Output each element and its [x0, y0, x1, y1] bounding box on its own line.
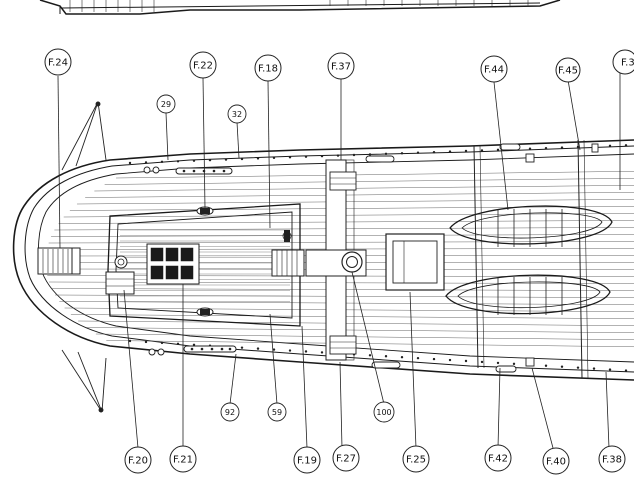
bow-steps	[106, 256, 134, 294]
ship-boats	[446, 140, 612, 378]
svg-text:F.44: F.44	[484, 65, 504, 76]
svg-text:F.21: F.21	[173, 455, 193, 466]
skylight	[147, 244, 199, 284]
svg-text:F.25: F.25	[406, 455, 426, 466]
svg-text:92: 92	[225, 408, 235, 417]
label-f3x: F.3	[613, 50, 634, 74]
label-f19: F.19	[294, 447, 320, 473]
label-f38: F.38	[599, 446, 625, 472]
number-92: 92	[221, 403, 239, 421]
label-f44: F.44	[481, 56, 507, 82]
number-100: 100	[374, 402, 394, 422]
svg-text:F.3: F.3	[621, 58, 634, 69]
label-f21: F.21	[170, 446, 196, 472]
svg-text:32: 32	[232, 110, 242, 119]
hull-side-view	[40, 0, 560, 14]
label-f42: F.42	[485, 445, 511, 471]
label-f40: F.40	[543, 448, 569, 474]
number-32: 32	[228, 105, 246, 123]
svg-text:F.18: F.18	[258, 64, 278, 75]
label-f27: F.27	[333, 445, 359, 471]
bulwark-stanchions	[129, 144, 627, 372]
svg-text:F.27: F.27	[336, 454, 356, 465]
label-f22: F.22	[190, 52, 216, 78]
bow-grating	[38, 248, 80, 274]
svg-text:F.38: F.38	[602, 455, 622, 466]
svg-text:F.20: F.20	[128, 456, 148, 467]
svg-text:F.45: F.45	[558, 66, 578, 77]
number-29: 29	[157, 95, 175, 113]
label-f24: F.24	[45, 49, 71, 75]
svg-text:59: 59	[272, 408, 282, 417]
label-f25: F.25	[403, 446, 429, 472]
svg-text:F.24: F.24	[48, 58, 68, 69]
label-f20: F.20	[125, 447, 151, 473]
svg-text:F.42: F.42	[488, 454, 508, 465]
svg-text:F.19: F.19	[297, 456, 317, 467]
svg-text:29: 29	[161, 100, 171, 109]
svg-text:F.40: F.40	[546, 457, 566, 468]
main-hatch	[386, 234, 444, 290]
svg-text:F.37: F.37	[331, 62, 351, 73]
label-f45: F.45	[556, 58, 580, 82]
svg-text:F.22: F.22	[193, 61, 213, 72]
number-59: 59	[268, 403, 286, 421]
svg-text:100: 100	[376, 408, 391, 417]
label-f18: F.18	[255, 55, 281, 81]
label-f37: F.37	[328, 53, 354, 79]
